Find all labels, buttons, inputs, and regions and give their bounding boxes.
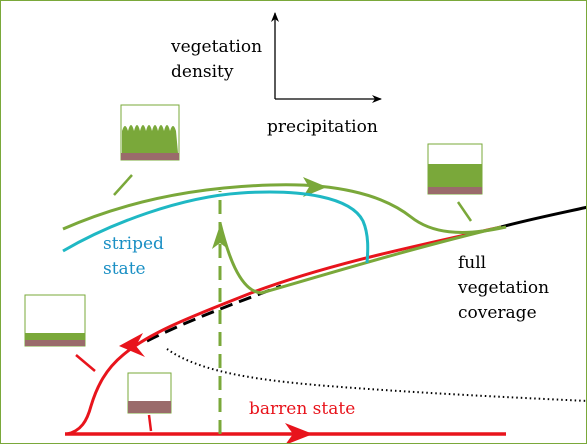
- red-vegetation-branch: [66, 225, 502, 436]
- full-vegetation-label-line2: vegetation: [458, 278, 550, 298]
- barren-arrow: [285, 423, 313, 443]
- unstable-dotted-branch: [166, 348, 586, 402]
- axis-indicator: [271, 12, 382, 103]
- green-upper-arrow: [303, 177, 327, 197]
- y-axis-label-line2: density: [171, 62, 234, 82]
- striped-pattern-inset: [113, 104, 180, 196]
- green-lower-curve: [218, 222, 502, 295]
- y-axis-label-line1: vegetation: [171, 37, 263, 57]
- barren-inset: [127, 372, 172, 432]
- barren-state-label: barren state: [249, 399, 356, 419]
- red-branch-arrow: [119, 333, 145, 357]
- striped-state-label-line1: striped: [103, 234, 164, 254]
- full-vegetation-label-line3: coverage: [458, 303, 537, 323]
- full-vegetation-inset: [427, 143, 483, 222]
- full-vegetation-label-line1: full: [458, 253, 487, 273]
- x-axis-label: precipitation: [267, 117, 378, 137]
- green-lower-arrow: [212, 225, 228, 249]
- striped-branch: [62, 190, 370, 264]
- striped-state-label-line2: state: [103, 259, 146, 279]
- green-upper-curve: [62, 183, 507, 234]
- stable-uniform-branch: [500, 205, 586, 229]
- sparse-vegetation-inset: [24, 294, 96, 372]
